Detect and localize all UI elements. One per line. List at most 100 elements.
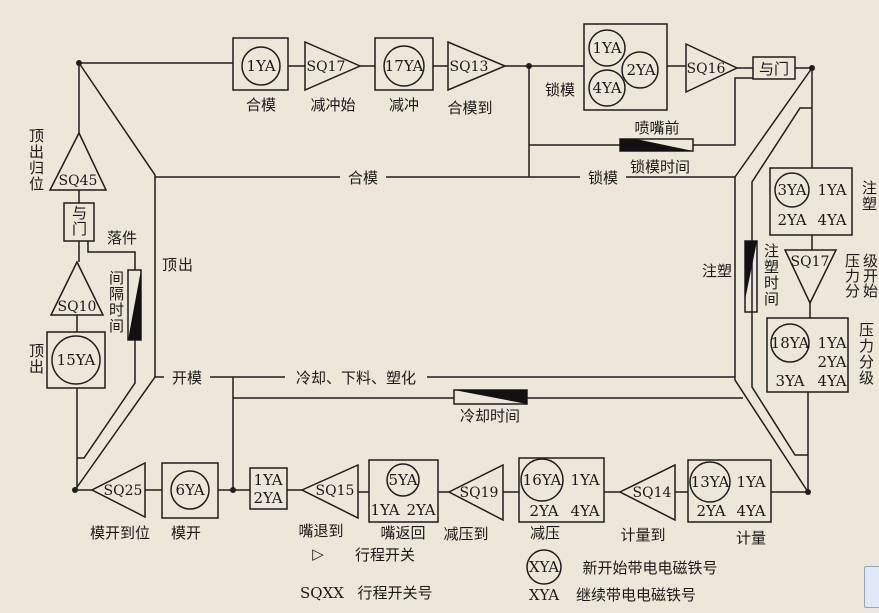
cushion-caption: 减冲 — [389, 96, 419, 114]
coil-1ya: 1YA — [253, 471, 282, 489]
and-gate-label: 与门 — [759, 60, 789, 78]
legend-switch-code: SQXX — [300, 584, 344, 602]
eject-step: 15YA — [46, 331, 106, 389]
coil-16ya: 16YA — [523, 471, 562, 489]
sq17-b-caption: 压力分级开始 — [843, 253, 879, 298]
cool-timer-label: 冷却时间 — [460, 407, 520, 425]
legend-cont-coil-code: XYA — [529, 586, 559, 604]
junction-dots — [72, 60, 815, 495]
switch-label: SQ16 — [687, 61, 726, 77]
limit-switch-sq19: SQ19 减压到 — [443, 463, 504, 543]
open-step: 6YA 模开 — [161, 462, 219, 542]
legend-switch-no-text: 行程开关号 — [357, 584, 432, 602]
switch-label: SQ15 — [316, 483, 355, 499]
pressure-stage-caption: 压力分级 — [857, 322, 875, 386]
coil-2ya: 2YA — [817, 353, 846, 371]
coil-4ya: 4YA — [570, 502, 599, 520]
limit-switch-sq17-a: SQ17 减冲始 — [304, 40, 362, 114]
hold-step: 1YA 2YA — [249, 467, 288, 510]
window-fragment — [864, 566, 879, 608]
nozzle-forward-label: 喷嘴前 — [634, 119, 679, 137]
switch-label: SQ25 — [104, 483, 143, 499]
coil-4ya: 4YA — [592, 79, 621, 97]
switch-caption: 减冲始 — [310, 96, 355, 114]
eject-caption: 顶出 — [27, 343, 45, 375]
lock-label: 锁模 — [545, 81, 575, 99]
lock-line-label: 锁模 — [588, 169, 618, 187]
coil-3ya: 3YA — [777, 181, 806, 199]
coil-1ya: 1YA — [817, 334, 846, 352]
lock-timer: 喷嘴前 锁模时间 — [619, 119, 694, 176]
lock-step: 1YA 2YA 4YA — [583, 23, 668, 111]
switch-label: SQ13 — [450, 59, 489, 75]
switch-caption: 减压到 — [443, 525, 488, 543]
legend-new-coil-code: XYA — [529, 558, 559, 576]
coil-2ya: 2YA — [253, 489, 282, 507]
switch-caption: 计量到 — [620, 526, 665, 544]
and-gate-left-label: 与门 — [70, 205, 88, 237]
eject-line-label: 顶出 — [162, 256, 195, 274]
limit-switch-sq15: SQ15 嘴退到 — [298, 463, 359, 540]
cool-line-label: 冷却、下料、塑化 — [296, 369, 416, 387]
coil-3ya: 3YA — [775, 372, 804, 390]
coil-6ya: 6YA — [175, 481, 204, 499]
switch-caption: 嘴退到 — [298, 522, 343, 540]
switch-label: SQ17 — [307, 59, 346, 75]
interval-timer-label: 间隔时间 — [107, 270, 125, 334]
decompress-caption: 减压 — [530, 524, 560, 542]
switch-label: SQ17 — [791, 254, 830, 270]
coil-2ya: 2YA — [696, 502, 725, 520]
lock-timer-label: 锁模时间 — [630, 158, 690, 176]
coil-1ya: 1YA — [736, 473, 765, 491]
switch-caption: 模开到位 — [90, 524, 150, 542]
open-line-label: 开模 — [172, 369, 202, 387]
limit-switch-sq14: SQ14 计量到 — [618, 463, 676, 544]
pressure-stage-step: 18YA 1YA 2YA 3YA 4YA — [766, 317, 849, 393]
coil-17ya: 17YA — [385, 57, 424, 75]
coil-2ya: 2YA — [406, 501, 435, 519]
inject-side-label: 注塑 — [702, 262, 732, 280]
switch-symbol-icon: ▷ — [312, 545, 324, 563]
coil-4ya: 4YA — [736, 502, 765, 520]
meter-step: 13YA 1YA 2YA 4YA 计量 — [687, 459, 772, 547]
coil-2ya: 2YA — [777, 211, 806, 229]
cushion-step: 17YA 减冲 — [374, 37, 434, 114]
close-line-label: 合模 — [348, 169, 378, 187]
switch-label: SQ45 — [59, 173, 98, 189]
coil-1ya: 1YA — [570, 471, 599, 489]
inject-timer-label: 注塑时间 — [762, 243, 780, 307]
coil-1ya: 1YA — [817, 181, 846, 199]
coil-4ya: 4YA — [817, 372, 846, 390]
inject-timer — [744, 240, 758, 313]
limit-switch-sq13: SQ13 合模到 — [447, 40, 507, 117]
limit-switch-sq16: SQ16 — [685, 42, 739, 94]
switch-label: SQ19 — [460, 485, 499, 501]
coil-2ya: 2YA — [626, 61, 655, 79]
cool-timer: 冷却时间 — [453, 389, 528, 425]
switch-label: SQ10 — [58, 299, 97, 315]
limit-switch-sq45: SQ45 — [48, 131, 108, 191]
legend-switch-text: 行程开关 — [355, 546, 415, 564]
drop-label: 落件 — [107, 229, 137, 247]
coil-1ya: 1YA — [370, 501, 399, 519]
inject-caption: 注塑 — [860, 180, 878, 212]
connector-lines — [74, 62, 813, 493]
inject-step: 3YA 1YA 2YA 4YA — [769, 167, 853, 236]
legend-cont-coil-text: 继续带电电磁铁号 — [576, 586, 696, 604]
coil-15ya: 15YA — [57, 351, 96, 369]
coil-1ya: 1YA — [246, 57, 275, 75]
mold-close-caption: 合模 — [246, 96, 276, 114]
coil-5ya: 5YA — [388, 471, 417, 489]
and-gate-left — [63, 202, 95, 242]
meter-caption: 计量 — [736, 529, 766, 547]
coil-2ya: 2YA — [529, 502, 558, 520]
coil-13ya: 13YA — [691, 473, 730, 491]
switch-label: SQ14 — [633, 485, 672, 501]
switch-caption: 合模到 — [447, 99, 492, 117]
limit-switch-sq10: SQ10 — [49, 260, 105, 316]
sq45-caption: 顶出归位 — [27, 128, 45, 192]
coil-1ya: 1YA — [592, 39, 621, 57]
coil-18ya: 18YA — [771, 334, 810, 352]
mold-close-step: 1YA 合模 — [232, 37, 289, 114]
legend-new-coil-text: 新开始带电电磁铁号 — [582, 559, 717, 577]
